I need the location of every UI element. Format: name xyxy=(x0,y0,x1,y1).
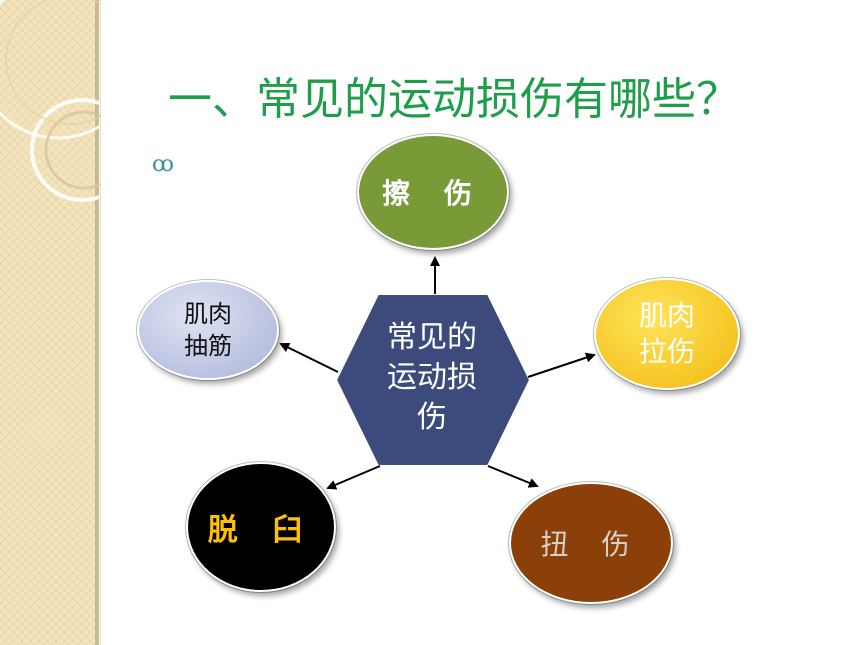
arrow-to-bottom-left xyxy=(326,465,381,490)
node-muscle-strain-line: 拉伤 xyxy=(638,335,695,368)
center-label-line: 运动损 xyxy=(387,360,477,395)
node-dislocation: 脱 臼 xyxy=(186,462,336,592)
node-muscle-cramp: 肌肉 抽筋 xyxy=(137,280,279,380)
side-band-border xyxy=(95,0,99,645)
center-label-line: 常见的 xyxy=(387,320,477,355)
node-dislocation-label: 脱 臼 xyxy=(207,513,315,548)
decorative-rings xyxy=(0,0,100,202)
bullet-icon: ꝏ xyxy=(152,152,174,177)
node-sprain-label: 扭 伤 xyxy=(540,528,642,561)
decorative-side-band xyxy=(0,0,95,645)
node-sprain: 扭 伤 xyxy=(509,482,673,604)
center-label: 常见的 运动损 伤 xyxy=(370,318,494,438)
arrow-to-right xyxy=(527,352,596,378)
node-muscle-cramp-line: 抽筋 xyxy=(184,332,232,360)
node-muscle-strain: 肌肉 拉伤 xyxy=(594,278,740,390)
slide-title: 一、常见的运动损伤有哪些？ xyxy=(168,74,740,125)
arrow-to-left xyxy=(279,343,339,373)
arrow-to-bottom-right xyxy=(487,465,539,488)
side-band-border-inner xyxy=(100,0,101,645)
node-abrasion: 擦 伤 xyxy=(357,134,509,250)
node-abrasion-label: 擦 伤 xyxy=(382,177,484,210)
node-muscle-cramp-line: 肌肉 xyxy=(184,300,232,328)
center-label-line: 伤 xyxy=(417,400,447,435)
node-muscle-strain-line: 肌肉 xyxy=(638,299,695,332)
